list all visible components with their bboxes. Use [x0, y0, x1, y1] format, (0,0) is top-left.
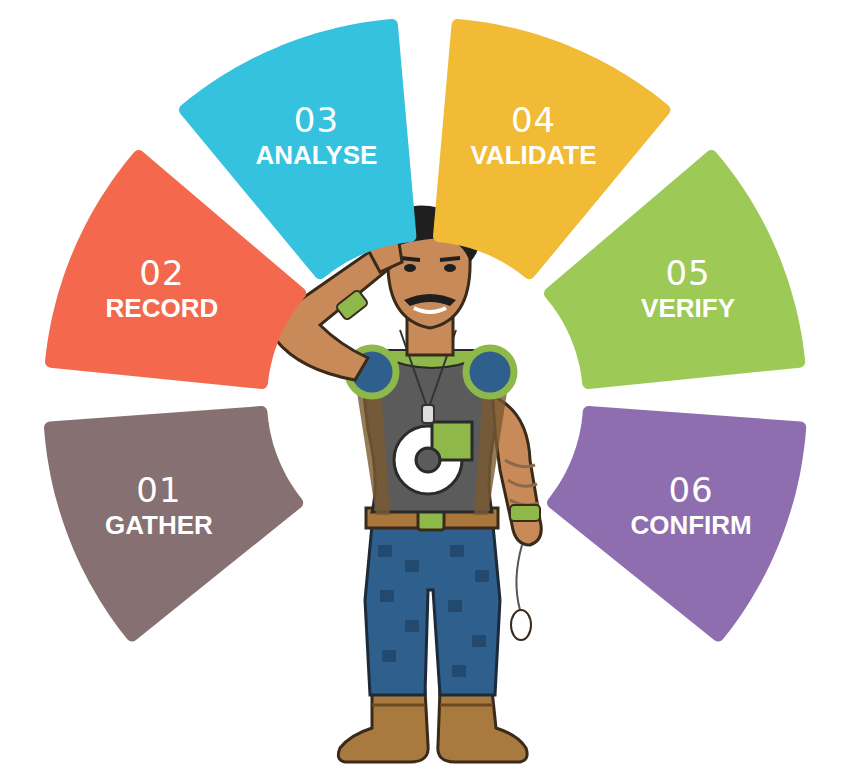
- step-number: 02: [106, 253, 219, 293]
- step-label: RECORD: [106, 293, 219, 323]
- step-number: 04: [470, 100, 596, 140]
- segment-fill: [50, 412, 297, 636]
- step-number: 01: [105, 470, 213, 510]
- segment-text: 01GATHER: [105, 470, 213, 540]
- segment-text: 04VALIDATE: [470, 100, 596, 170]
- step-number: 06: [630, 470, 751, 510]
- segment-text: 06CONFIRM: [630, 470, 751, 540]
- step-number: 03: [256, 100, 378, 140]
- segment-text: 03ANALYSE: [256, 100, 378, 170]
- segment-fill: [553, 412, 800, 636]
- segment-text: 02RECORD: [106, 253, 219, 323]
- step-segment: 06CONFIRM: [545, 404, 808, 644]
- step-label: GATHER: [105, 510, 213, 540]
- step-label: ANALYSE: [256, 140, 378, 170]
- step-segment: 03ANALYSE: [177, 17, 418, 281]
- segment-text: 05VERIFY: [641, 253, 735, 323]
- step-label: CONFIRM: [630, 510, 751, 540]
- step-label: VALIDATE: [470, 140, 596, 170]
- step-number: 05: [641, 253, 735, 293]
- segment-fill: [550, 156, 799, 383]
- segment-fill: [185, 25, 410, 273]
- step-segment: 01GATHER: [42, 404, 305, 644]
- step-segment: 05VERIFY: [542, 148, 807, 391]
- step-label: VERIFY: [641, 293, 735, 323]
